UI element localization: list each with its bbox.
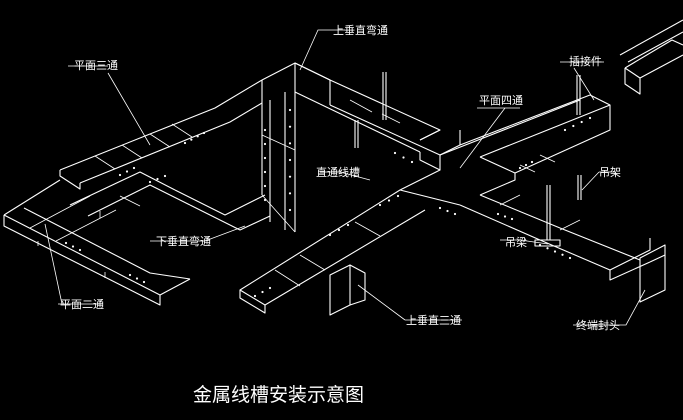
bolt-dot	[563, 128, 567, 132]
bolt-dot	[64, 241, 68, 245]
bolt-dot	[546, 247, 549, 250]
bolt-dot	[572, 124, 575, 128]
bolt-dot	[561, 253, 564, 256]
bolt-dot	[328, 233, 332, 237]
bolt-dot	[378, 203, 382, 207]
bolt-dot	[183, 141, 187, 145]
bolt-dot	[288, 158, 292, 162]
bolt-dot	[71, 245, 75, 248]
bolt-dot	[580, 120, 583, 124]
bolt-dot	[438, 206, 442, 210]
bolt-dot	[263, 156, 267, 160]
label-up-vertical-tee: 上垂直三通	[406, 313, 461, 327]
bolt-dot	[402, 156, 405, 159]
bolt-dot	[263, 198, 267, 202]
bolt-dot	[135, 277, 139, 280]
bolt-dot	[387, 199, 391, 202]
bolt-dot	[196, 135, 199, 138]
bolt-dot	[78, 248, 82, 252]
bolt-dot	[132, 166, 136, 170]
bolt-dot	[568, 256, 572, 260]
bolt-dot	[163, 174, 167, 178]
bolt-dot	[503, 215, 507, 218]
bolt-dot	[288, 208, 292, 212]
label-down-vertical-bend: 下垂直弯通	[156, 234, 211, 248]
bolt-dot	[190, 138, 193, 141]
label-flat-elbow: 平面二通	[60, 298, 104, 311]
bolt-dot	[510, 217, 514, 221]
bolt-dot	[253, 294, 257, 298]
bolt-dot	[553, 250, 557, 253]
bolt-dot	[288, 125, 292, 128]
bolt-dot	[288, 175, 292, 178]
bolt-dot	[268, 286, 272, 290]
bolt-dot	[156, 177, 159, 181]
bolt-dot	[263, 142, 267, 146]
label-end-cap: 终端封头	[576, 318, 620, 332]
bolt-dot	[263, 184, 267, 188]
label-flat-cross: 平面四通	[479, 94, 523, 107]
bolt-dot	[396, 194, 400, 198]
bolt-dot	[410, 160, 414, 164]
label-up-vertical-bend: 上垂直弯通	[333, 23, 388, 37]
bolt-dot	[453, 212, 457, 216]
label-hanger-beam: 吊梁	[505, 235, 527, 249]
label-hanger: 吊架	[599, 166, 621, 179]
bolt-dot	[142, 280, 146, 284]
bolt-dot	[530, 160, 534, 164]
bolt-dot	[288, 192, 292, 195]
label-straight-tray: 直通线槽	[316, 165, 360, 179]
label-flat-tee: 平面三通	[74, 59, 118, 72]
bolt-dot	[518, 166, 522, 170]
bolt-dot	[524, 163, 528, 167]
bolt-dot	[393, 151, 397, 155]
tray-end-cap-piece	[624, 39, 683, 303]
connection-dots	[64, 108, 592, 298]
diagram-title: 金属线槽安装示意图	[193, 384, 364, 406]
bolt-dot	[148, 180, 152, 184]
bolt-dot	[288, 108, 292, 112]
hangers	[354, 72, 582, 247]
bolt-dot	[263, 128, 267, 132]
bolt-dot	[496, 212, 500, 216]
bolt-dot	[261, 290, 264, 294]
tray-left-loop	[3, 79, 271, 306]
label-connector: 插接件	[569, 54, 602, 68]
bolt-dot	[128, 273, 132, 277]
tray-top-right-back	[619, 19, 683, 63]
bolt-dot	[263, 170, 267, 174]
tray-vertical-riser	[261, 62, 461, 233]
bolt-dot	[125, 170, 129, 173]
bolt-dot	[118, 173, 122, 177]
bolt-dot	[588, 116, 592, 120]
bolt-dot	[346, 223, 350, 227]
tray-cross-area	[239, 94, 651, 316]
bolt-dot	[202, 131, 206, 135]
leader-lines	[44, 29, 646, 326]
bolt-dot	[288, 142, 292, 145]
bolt-dot	[446, 209, 449, 213]
bolt-dot	[538, 243, 542, 247]
bolt-dot	[337, 228, 341, 232]
